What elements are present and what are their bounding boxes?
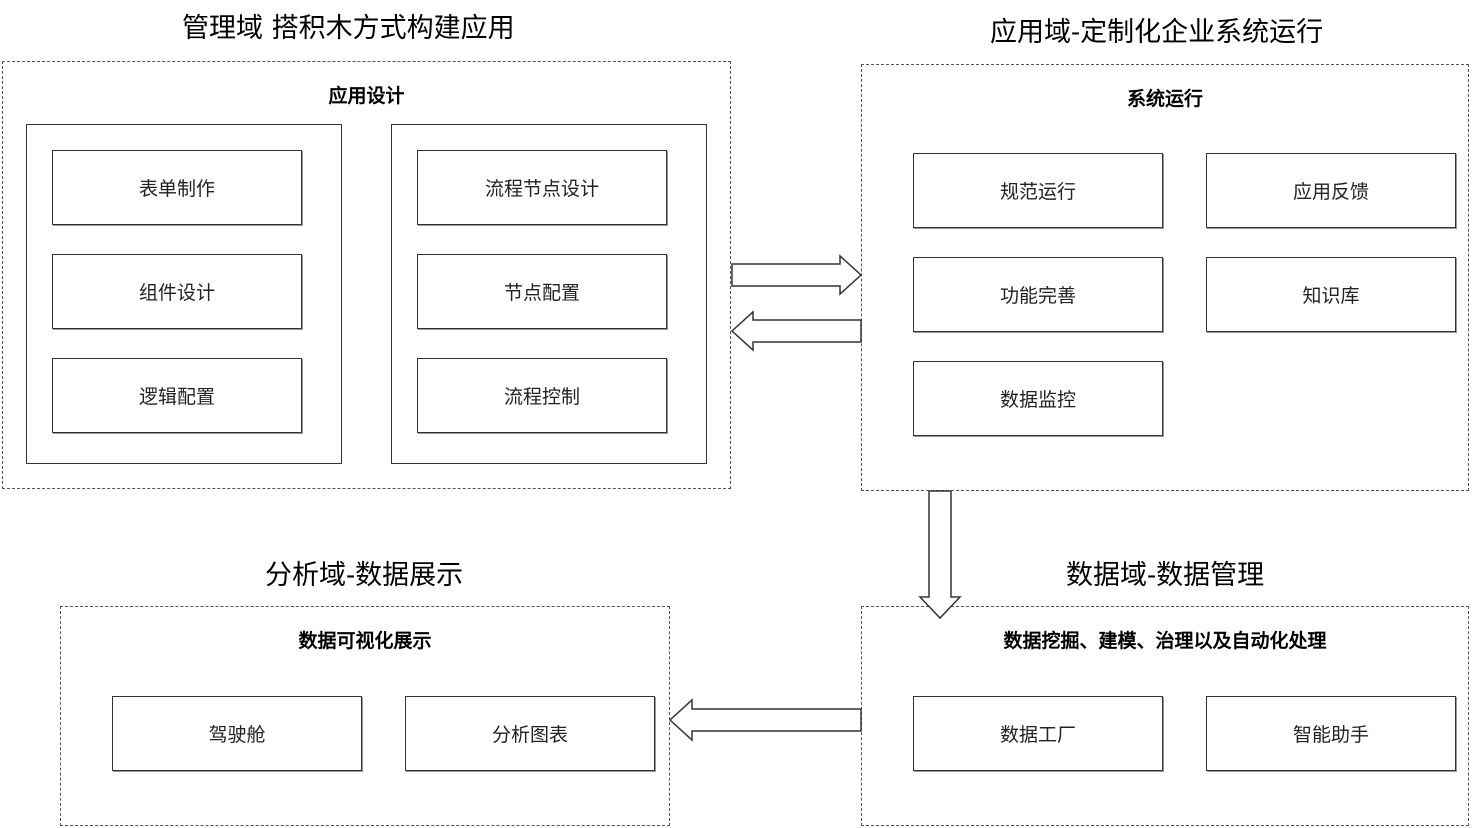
management-domain-panel: 应用设计 表单制作 组件设计 逻辑配置 流程节点设计 节点配置 流程控制 [2, 61, 731, 489]
arrow-to-management [730, 310, 862, 352]
feature-improve-box: 功能完善 [913, 257, 1163, 332]
application-domain-panel: 系统运行 规范运行 应用反馈 功能完善 知识库 数据监控 [861, 64, 1469, 491]
data-visualization-heading: 数据可视化展示 [298, 630, 432, 652]
data-factory-box: 数据工厂 [913, 696, 1163, 771]
arrow-to-analysis [668, 698, 862, 742]
application-domain-title: 应用域-定制化企业系统运行 [990, 17, 1324, 48]
analysis-chart-box: 分析图表 [405, 696, 655, 771]
form-making-box: 表单制作 [52, 150, 302, 225]
app-design-heading: 应用设计 [328, 85, 405, 107]
process-node-design-box: 流程节点设计 [417, 150, 667, 225]
data-domain-title: 数据域-数据管理 [1066, 560, 1265, 591]
logic-config-box: 逻辑配置 [52, 358, 302, 433]
arrow-to-data [918, 490, 962, 620]
data-monitor-box: 数据监控 [913, 361, 1163, 436]
knowledge-base-box: 知识库 [1206, 257, 1456, 332]
arrow-to-application [731, 254, 863, 296]
smart-assistant-box: 智能助手 [1206, 696, 1456, 771]
component-design-box: 组件设计 [52, 254, 302, 329]
standard-run-box: 规范运行 [913, 153, 1163, 228]
app-feedback-box: 应用反馈 [1206, 153, 1456, 228]
data-domain-panel: 数据挖掘、建模、治理以及自动化处理 数据工厂 智能助手 [861, 606, 1469, 826]
analysis-domain-title: 分析域-数据展示 [265, 560, 464, 591]
process-control-box: 流程控制 [417, 358, 667, 433]
node-config-box: 节点配置 [417, 254, 667, 329]
management-domain-title: 管理域 搭积木方式构建应用 [182, 13, 515, 44]
data-processing-heading: 数据挖掘、建模、治理以及自动化处理 [1003, 630, 1327, 652]
form-design-group: 表单制作 组件设计 逻辑配置 [26, 124, 342, 464]
cockpit-box: 驾驶舱 [112, 696, 362, 771]
analysis-domain-panel: 数据可视化展示 驾驶舱 分析图表 [60, 606, 670, 826]
process-design-group: 流程节点设计 节点配置 流程控制 [391, 124, 707, 464]
system-run-heading: 系统运行 [1126, 88, 1203, 110]
